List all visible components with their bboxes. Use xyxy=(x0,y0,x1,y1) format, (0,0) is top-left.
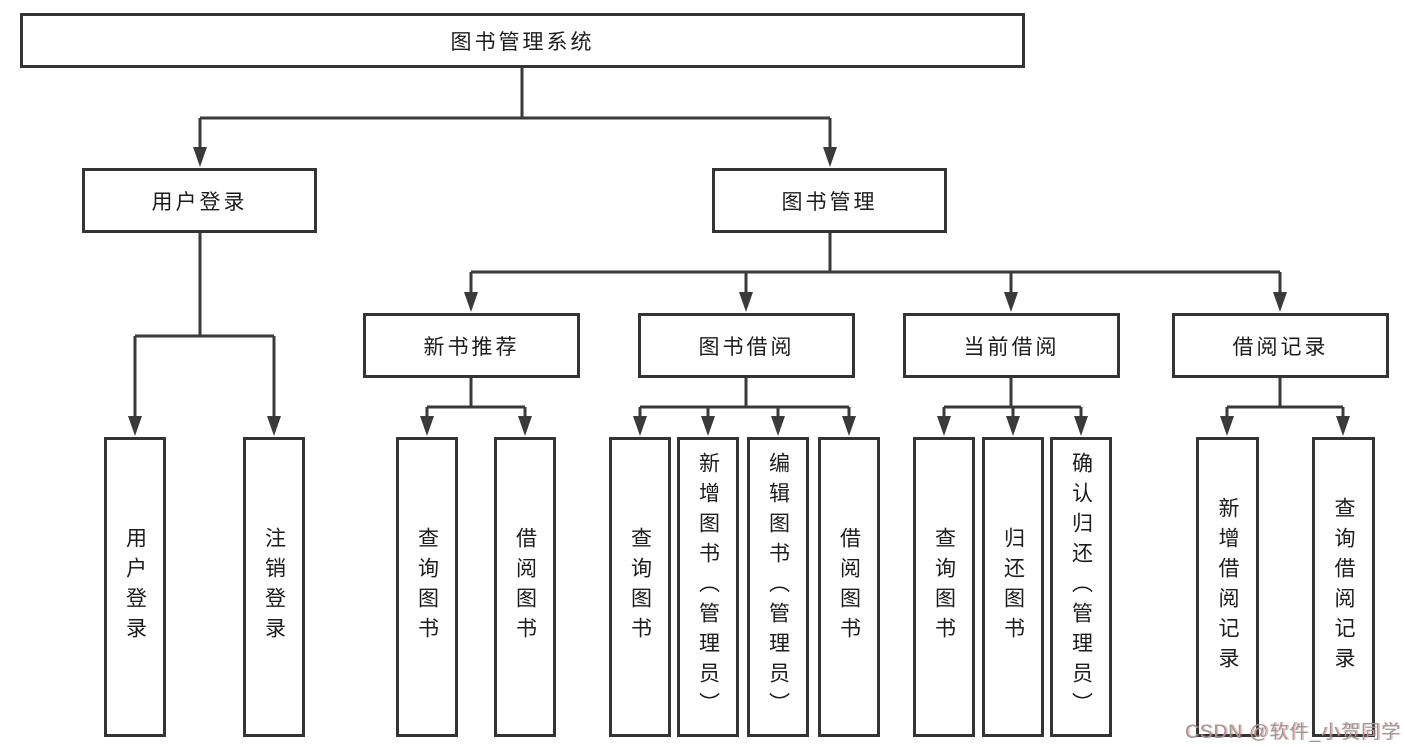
leaf-user-login: 用户登录 xyxy=(104,437,166,737)
leaf-edit-books-admin: 编辑图书（管理员） xyxy=(747,437,809,737)
leaf-query-books-recommend: 查询图书 xyxy=(396,437,458,737)
leaf-query-borrow-record: 查询借阅记录 xyxy=(1312,437,1375,737)
node-borrow-records: 借阅记录 xyxy=(1172,313,1389,378)
leaf-borrow-books-recommend: 借阅图书 xyxy=(494,437,556,737)
node-book-borrow: 图书借阅 xyxy=(638,313,855,378)
leaf-return-books: 归还图书 xyxy=(982,437,1044,737)
node-new-book-recommend: 新书推荐 xyxy=(363,313,580,378)
leaf-logout: 注销登录 xyxy=(243,437,305,737)
leaf-add-borrow-record: 新增借阅记录 xyxy=(1196,437,1259,737)
leaf-query-books-borrow: 查询图书 xyxy=(609,437,671,737)
leaf-confirm-return-admin: 确认归还（管理员） xyxy=(1050,437,1112,737)
node-current-borrow: 当前借阅 xyxy=(903,313,1120,378)
node-user-login: 用户登录 xyxy=(82,168,317,233)
node-library-management-system: 图书管理系统 xyxy=(20,13,1025,68)
csdn-watermark: CSDN @软件_小贺同学 xyxy=(1185,722,1401,743)
node-book-management: 图书管理 xyxy=(712,168,947,233)
leaf-add-books-admin: 新增图书（管理员） xyxy=(677,437,739,737)
leaf-query-books-current: 查询图书 xyxy=(913,437,975,737)
leaf-borrow-books: 借阅图书 xyxy=(818,437,880,737)
